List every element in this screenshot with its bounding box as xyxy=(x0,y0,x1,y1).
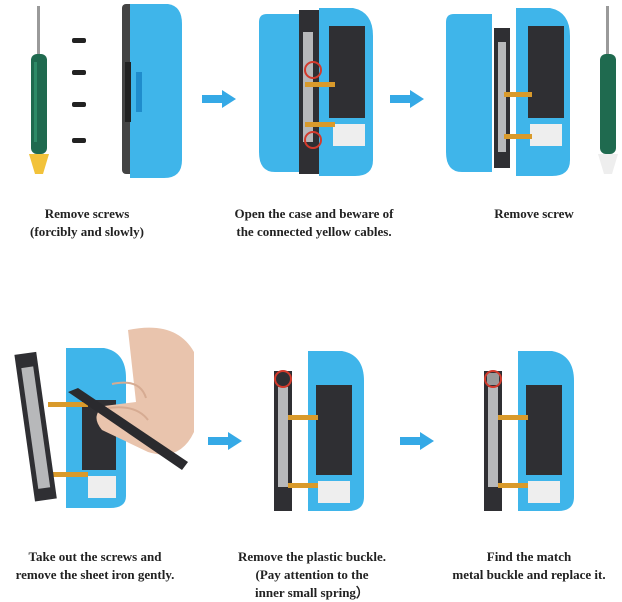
joycon-open-icon xyxy=(446,8,570,176)
screwdriver-icon xyxy=(29,6,49,174)
joycon-open-icon xyxy=(259,8,373,176)
step-6-caption: Find the match metal buckle and replace … xyxy=(452,549,606,582)
joycon-closed-icon xyxy=(122,4,182,178)
screwdriver-icon xyxy=(598,6,618,174)
arrow-icon xyxy=(400,432,434,450)
step-6-image xyxy=(470,345,590,515)
step-2-image xyxy=(245,2,385,182)
step-3-caption: Remove screw xyxy=(494,206,574,221)
arrow-icon xyxy=(390,90,424,108)
step-2-caption: Open the case and beware of the connecte… xyxy=(234,206,394,239)
hand-icon xyxy=(68,327,194,470)
step-1-caption: Remove screws (forcibly and slowly) xyxy=(30,206,144,239)
step-4-image xyxy=(8,312,198,512)
step-1-image xyxy=(20,2,190,182)
screw-icon xyxy=(72,38,86,143)
joycon-open-icon xyxy=(274,351,364,511)
step-3-image xyxy=(438,2,622,182)
step-5-caption: Remove the plastic buckle. (Pay attentio… xyxy=(237,549,387,600)
arrow-icon xyxy=(202,90,236,108)
joycon-open-icon xyxy=(484,351,574,511)
arrow-icon xyxy=(208,432,242,450)
step-4-caption: Take out the screws and remove the sheet… xyxy=(15,549,175,582)
step-5-image xyxy=(260,345,380,515)
